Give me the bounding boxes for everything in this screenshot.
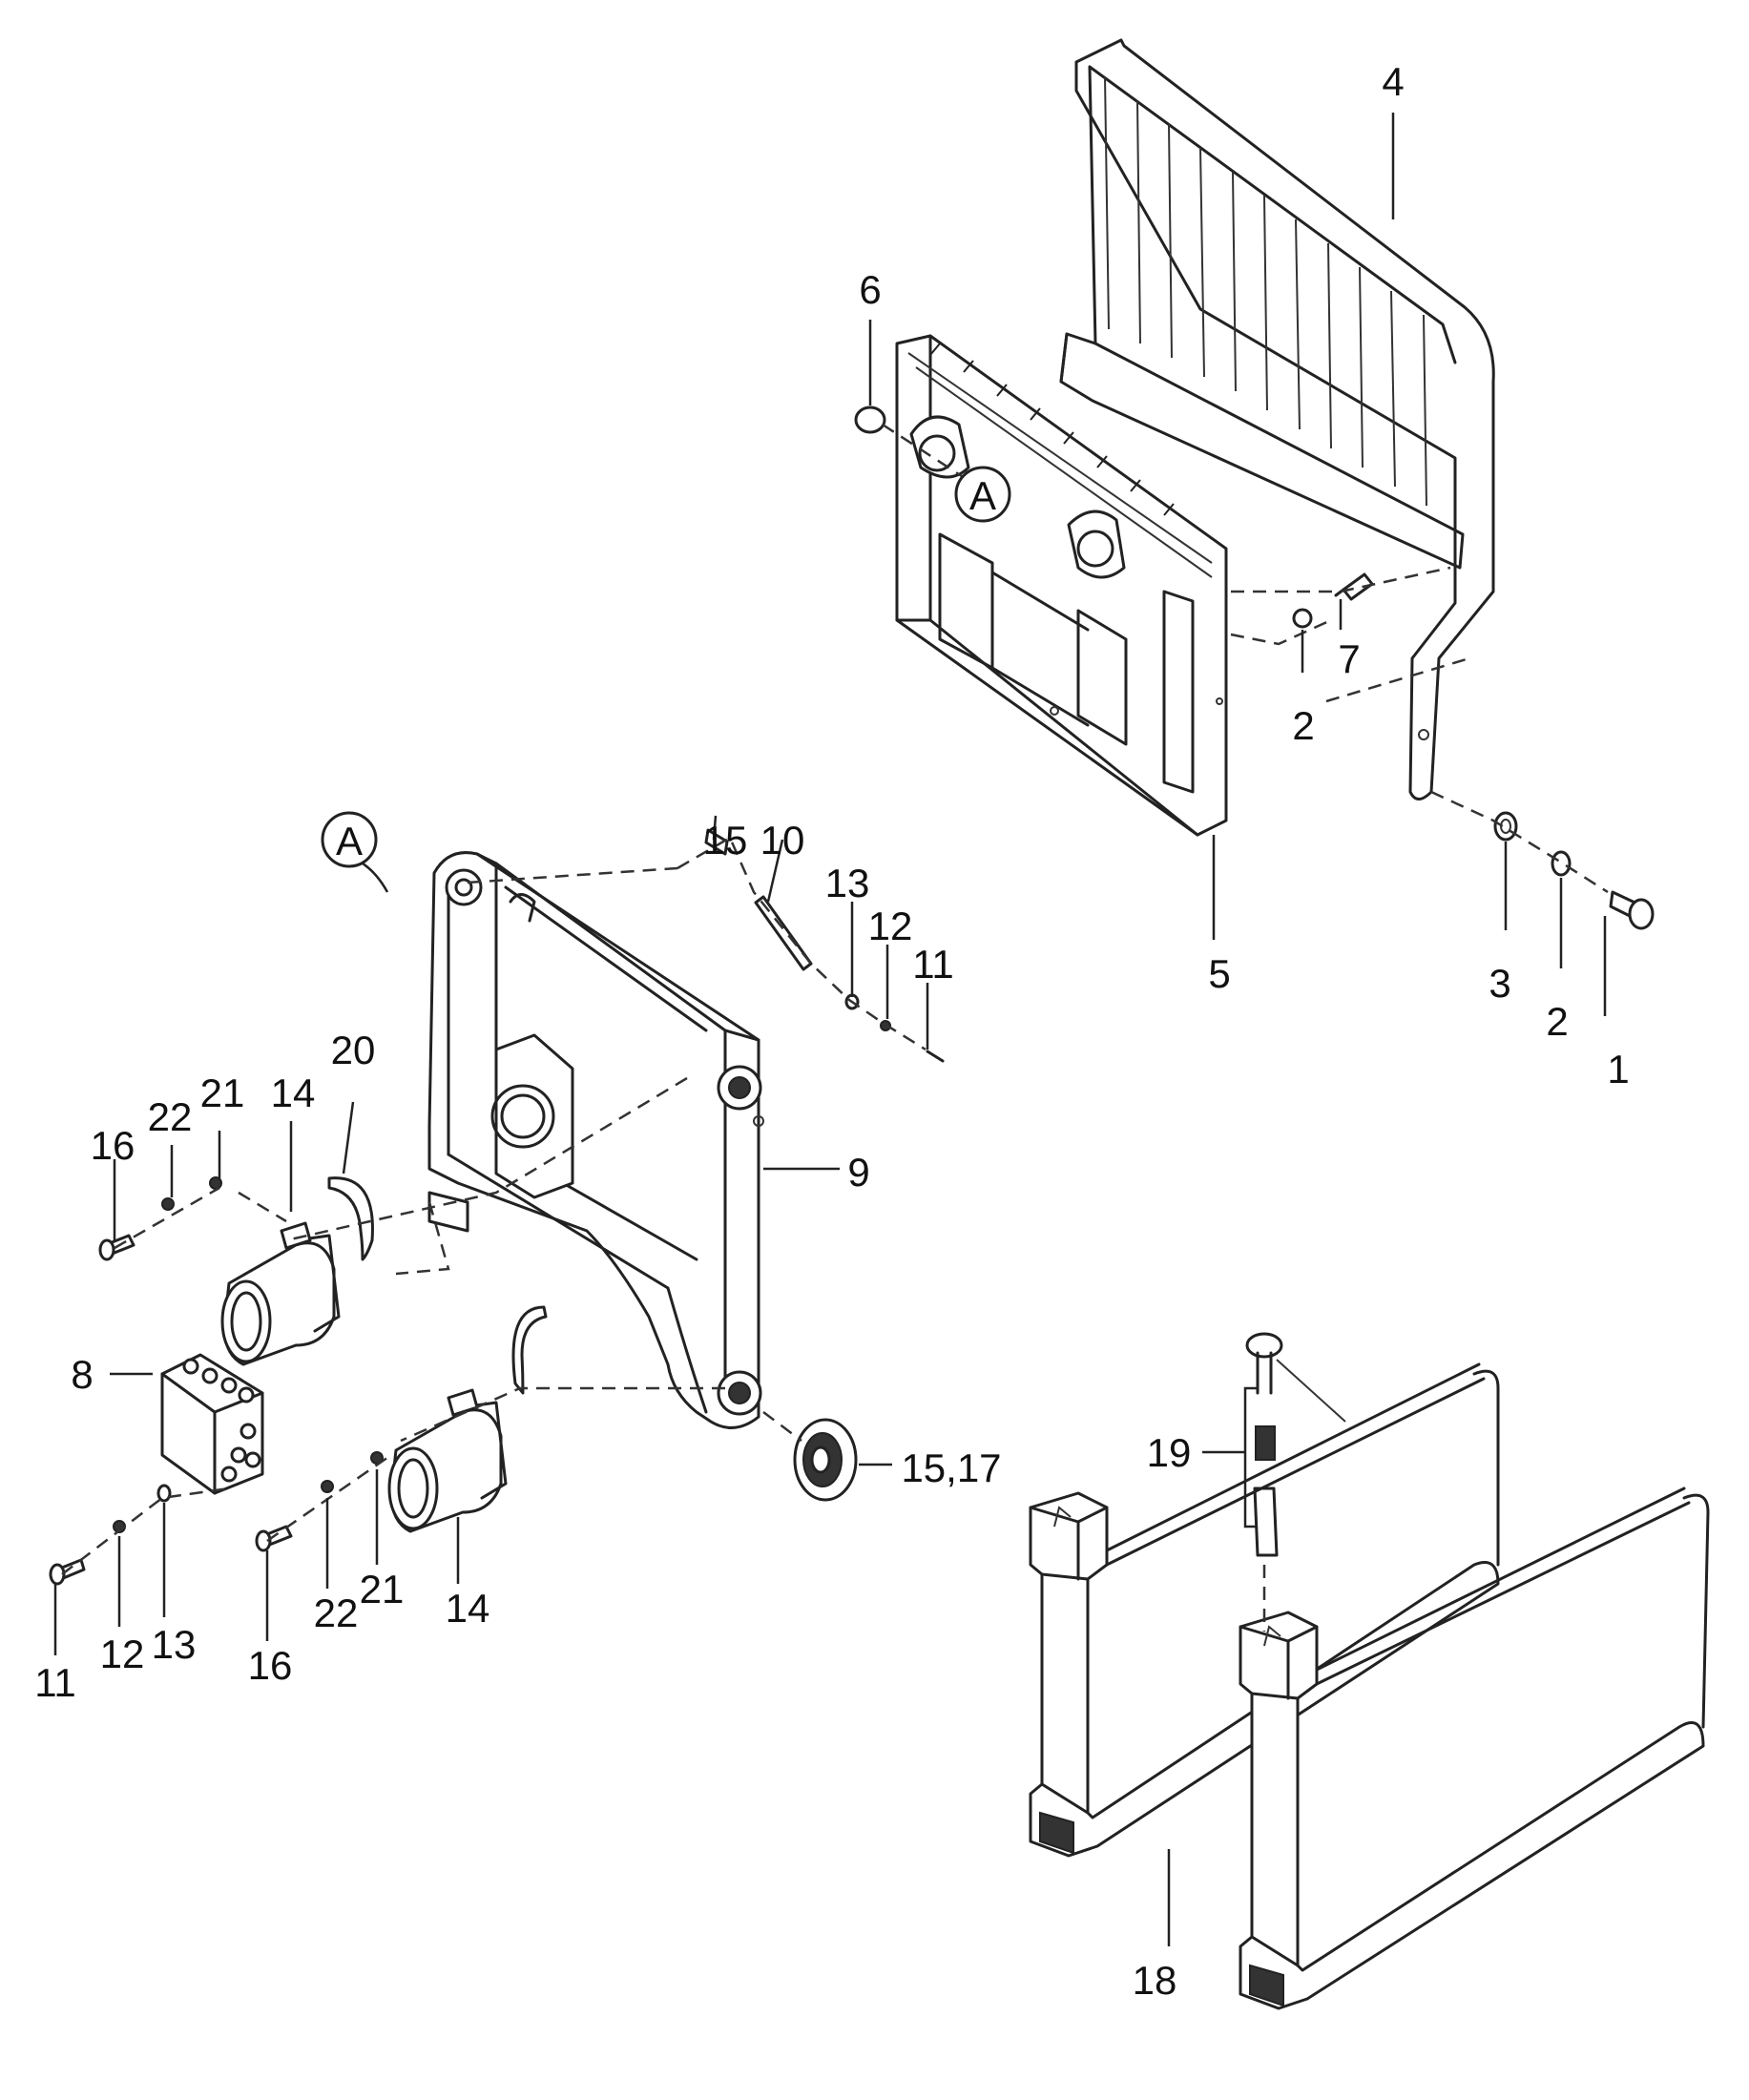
callout-12-lower: 12 bbox=[100, 1632, 145, 1676]
callout-2-upper: 2 bbox=[1292, 703, 1314, 748]
callout-19: 19 bbox=[1147, 1430, 1192, 1475]
callout-18: 18 bbox=[1133, 1958, 1177, 2003]
callout-22-upper: 22 bbox=[148, 1094, 193, 1139]
callout-8: 8 bbox=[71, 1352, 93, 1397]
callout-14-lower: 14 bbox=[446, 1586, 490, 1631]
callout-3: 3 bbox=[1489, 961, 1510, 1006]
callout-21-lower: 21 bbox=[360, 1567, 405, 1611]
callout-16-lower: 16 bbox=[248, 1643, 293, 1688]
callout-10: 10 bbox=[760, 818, 805, 863]
callout-16-upper: 16 bbox=[91, 1123, 135, 1168]
svg-text:A: A bbox=[336, 819, 363, 863]
leader-lines bbox=[53, 113, 1607, 1946]
callout-5: 5 bbox=[1208, 951, 1230, 996]
callout-11-upper: 11 bbox=[912, 942, 954, 987]
callout-13-lower: 13 bbox=[152, 1622, 197, 1667]
svg-text:A: A bbox=[969, 473, 996, 518]
cylinder-lower bbox=[387, 1388, 508, 1533]
callout-9: 9 bbox=[847, 1150, 869, 1195]
carriage-frame bbox=[427, 851, 764, 1429]
callout-15-17: 15,17 bbox=[901, 1445, 1001, 1490]
callout-15: 15 bbox=[703, 818, 748, 863]
valve-block bbox=[160, 1353, 264, 1495]
callout-13-upper: 13 bbox=[825, 861, 870, 905]
callout-12-upper: 12 bbox=[868, 904, 913, 948]
load-backrest bbox=[1059, 38, 1495, 800]
callout-labels: 4 6 7 2 5 3 2 1 15 10 13 12 11 9 20 21 1… bbox=[34, 59, 1629, 2003]
callout-11-lower: 11 bbox=[34, 1660, 76, 1705]
callout-2-lower: 2 bbox=[1546, 999, 1568, 1044]
snap-rings bbox=[327, 1176, 548, 1395]
detail-marker-a-lower: A bbox=[321, 811, 378, 868]
callout-1: 1 bbox=[1607, 1047, 1629, 1092]
callout-22-lower: 22 bbox=[314, 1591, 359, 1635]
detail-marker-a-upper: A bbox=[954, 466, 1011, 523]
callout-4: 4 bbox=[1382, 59, 1404, 104]
roller bbox=[793, 1418, 858, 1502]
callout-7: 7 bbox=[1338, 636, 1360, 681]
cylinder-upper bbox=[220, 1221, 341, 1366]
alignment-lines bbox=[61, 423, 1609, 1632]
callout-6: 6 bbox=[859, 267, 881, 312]
hardware-small-parts bbox=[49, 405, 1655, 1586]
callout-14-upper: 14 bbox=[271, 1071, 316, 1115]
forks bbox=[1029, 1362, 1710, 2010]
fork-lock-pin bbox=[1245, 1332, 1346, 1557]
callout-21-upper: 21 bbox=[200, 1071, 245, 1115]
mounting-plate bbox=[895, 334, 1228, 837]
callout-20: 20 bbox=[331, 1028, 376, 1072]
